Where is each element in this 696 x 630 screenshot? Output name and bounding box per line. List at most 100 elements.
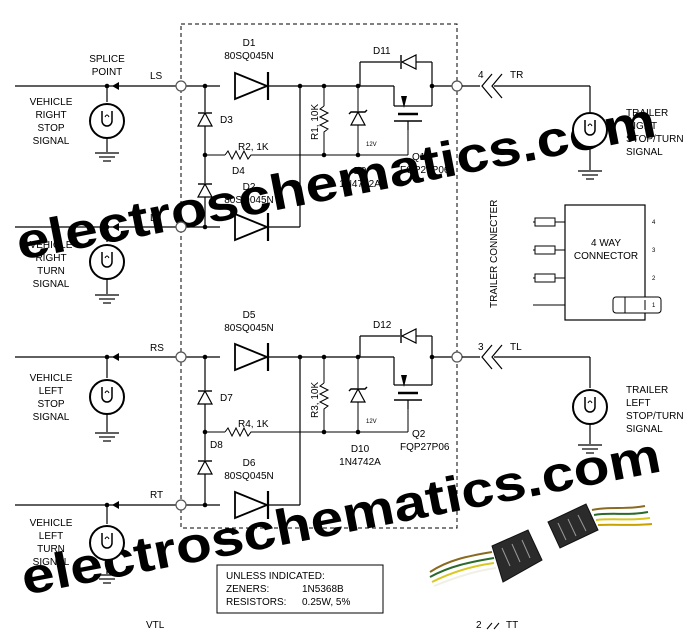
tl-label-4: SIGNAL [626, 424, 663, 435]
d6-ref: D6 [243, 458, 256, 469]
pin-3: 3 [652, 248, 656, 254]
q1-part: FQP27P06 [400, 165, 450, 176]
vls-1: VEHICLE [30, 373, 73, 384]
zener-d10 [348, 386, 368, 403]
q2-part: FQP27P06 [400, 442, 450, 453]
terminal-lt [175, 221, 187, 233]
d11-ref: D11 [373, 46, 391, 57]
lamp-vehicle-left-stop [89, 379, 125, 415]
r1-ref: R1, 10K [310, 104, 321, 140]
circuit-box-boundary [180, 23, 458, 529]
trailer-connector-label: TRAILER CONNECTER [489, 200, 500, 308]
vrs-1: VEHICLE [30, 97, 73, 108]
lamp-vehicle-right-turn [89, 244, 125, 280]
vrs-4: SIGNAL [33, 136, 70, 147]
zener-d9 [348, 109, 368, 126]
notes-zeners-key: ZENERS: [226, 584, 269, 595]
terminal-rs [175, 351, 187, 363]
terminal-tr [451, 80, 463, 92]
tl-label-3: STOP/TURN [626, 411, 684, 422]
lamp-trailer-left [572, 389, 608, 425]
diode-d7 [197, 390, 213, 405]
rs-label: RS [150, 343, 164, 354]
d12-ref: D12 [373, 320, 392, 331]
connector-photo [429, 503, 653, 587]
pin-2: 2 [652, 276, 656, 282]
terminal-ls [175, 80, 187, 92]
notes-resistors-val: 0.25W, 5% [302, 597, 350, 608]
d6-part: 80SQ045N [224, 471, 273, 482]
d8-ref: D8 [210, 440, 223, 451]
d2-ref: D2 [243, 182, 256, 193]
diode-d11 [400, 54, 417, 70]
tt-name: TT [506, 620, 518, 630]
resistor-r3 [319, 382, 329, 412]
d5-ref: D5 [243, 310, 256, 321]
rt-label: RT [150, 490, 163, 501]
q1-ref: Q1 [412, 152, 426, 163]
vrt-3: TURN [37, 266, 65, 277]
lamp-vehicle-right-stop [89, 103, 125, 139]
diode-d3 [197, 112, 213, 127]
vrt-2: RIGHT [35, 253, 66, 264]
vls-3: STOP [37, 399, 64, 410]
notes-title: UNLESS INDICATED: [226, 571, 325, 582]
diode-d1 [233, 70, 270, 102]
diode-d8 [197, 460, 213, 475]
diode-d5 [233, 341, 270, 373]
vrt-1: VEHICLE [30, 240, 73, 251]
d3-ref: D3 [220, 115, 233, 126]
d5-part: 80SQ045N [224, 323, 273, 334]
four-way-connector [533, 204, 662, 321]
tt-pin: 2 [476, 620, 482, 630]
vlt-4: SIGNAL [33, 557, 70, 568]
tr-label-4: SIGNAL [626, 147, 663, 158]
resistor-r1 [319, 105, 329, 135]
notes-resistors-key: RESISTORS: [226, 597, 286, 608]
d9-ref: D9 [354, 166, 367, 177]
d1-part: 80SQ045N [224, 51, 273, 62]
tl-name: TL [510, 342, 522, 353]
terminal-tl [451, 351, 463, 363]
tr-label-1: TRAILER [626, 108, 668, 119]
vlt-2: LEFT [39, 531, 63, 542]
lt-label: LT [150, 213, 161, 224]
d9-part: 1N4742A [339, 179, 381, 190]
four-way-label-1: 4 WAY [591, 238, 621, 249]
vtl-label: VTL [146, 620, 165, 630]
r2-ref: R2, 1K [238, 142, 269, 153]
labels: SPLICE POINT LS LT RS RT VEHICLE RIGHT S… [30, 38, 684, 630]
d4-ref: D4 [232, 166, 245, 177]
d7-ref: D7 [220, 393, 233, 404]
tr-label-2: RIGHT [626, 121, 657, 132]
vlt-3: TURN [37, 544, 65, 555]
lamp-trailer-right [572, 112, 608, 148]
tt-marker [486, 622, 500, 630]
r3-ref: R3, 10K [310, 382, 321, 418]
right-channel-circuit [15, 54, 608, 304]
tr-name: TR [510, 70, 523, 81]
ls-label: LS [150, 71, 163, 82]
notes-box [216, 564, 384, 614]
splice-label-1: SPLICE [89, 54, 125, 65]
r4-ref: R4, 1K [238, 419, 269, 430]
pin-1: 1 [652, 303, 656, 309]
q2-ref: Q2 [412, 429, 426, 440]
tl-label-1: TRAILER [626, 385, 668, 396]
vrs-3: STOP [37, 123, 64, 134]
mosfet-q2 [392, 373, 424, 411]
vlt-1: VEHICLE [30, 518, 73, 529]
d9-voltage: 12V [366, 142, 377, 148]
four-way-label-2: CONNECTOR [574, 251, 638, 262]
vls-2: LEFT [39, 386, 63, 397]
tl-pin: 3 [478, 342, 484, 353]
mosfet-q1 [392, 94, 424, 132]
left-channel-circuit [15, 328, 608, 584]
d2-part: 80SQ045N [224, 195, 273, 206]
terminal-rt [175, 499, 187, 511]
pin-4: 4 [652, 220, 656, 226]
d10-voltage: 12V [366, 419, 377, 425]
tl-label-2: LEFT [626, 398, 650, 409]
splice-label-2: POINT [92, 67, 123, 78]
